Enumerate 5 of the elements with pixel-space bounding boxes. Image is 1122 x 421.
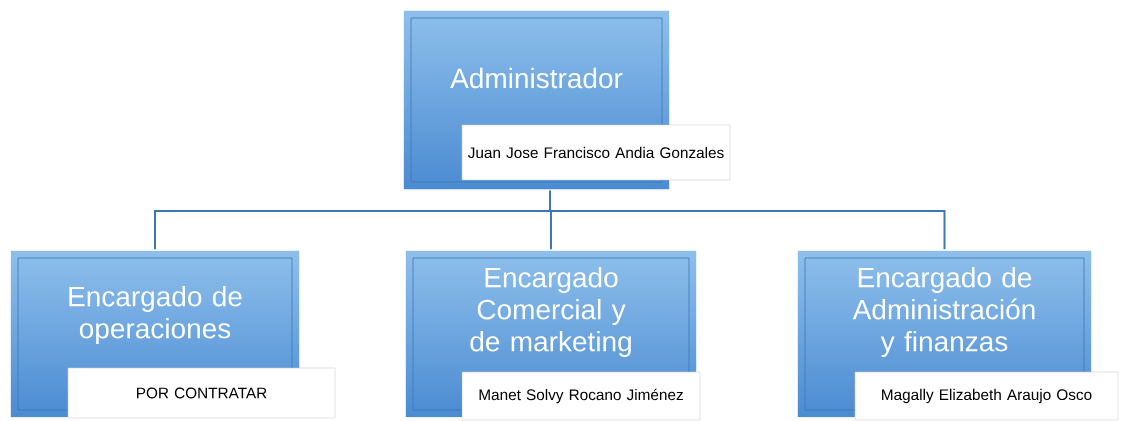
name-box: Manet Solvy Rocano Jiménez xyxy=(461,371,701,421)
connector xyxy=(549,189,946,251)
name-box: POR CONTRATAR xyxy=(67,367,336,419)
name-box: Juan Jose Francisco Andia Gonzales xyxy=(461,124,731,181)
name-box: Magally Elizabeth Araujo Osco xyxy=(854,371,1119,421)
